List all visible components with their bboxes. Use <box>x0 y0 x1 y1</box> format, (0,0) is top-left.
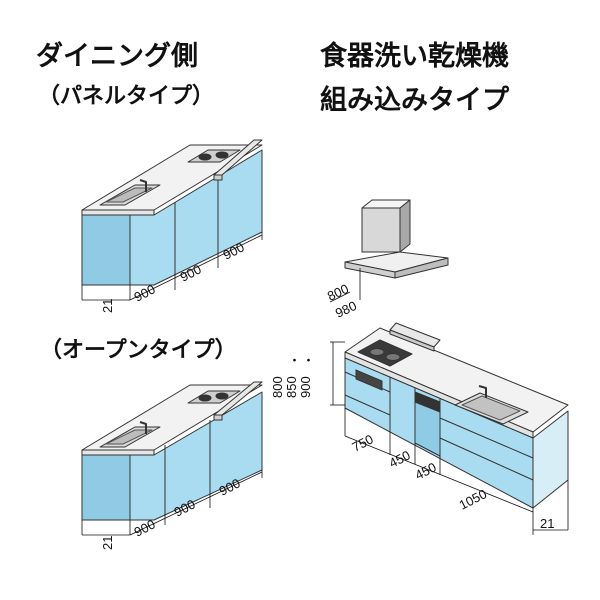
dw-height-800: 800 <box>270 376 285 398</box>
panel-counter-edge <box>81 209 155 216</box>
open-counter-edge <box>81 449 155 456</box>
open-type-heading: （オープンタイプ） <box>40 338 237 363</box>
hood-dim-980: 980 <box>333 298 359 321</box>
dw-width-450-2: 450 <box>413 459 439 482</box>
dishwasher-kitchen <box>344 199 569 509</box>
dw-faucet <box>478 385 487 398</box>
open-dim-depth: 21 <box>100 536 115 550</box>
dw-control-strip <box>355 369 383 391</box>
panel-sink-basin <box>105 187 153 203</box>
dw-width-1050: 1050 <box>457 486 490 512</box>
hood-duct-side <box>399 199 411 253</box>
panel-burner <box>215 151 229 159</box>
panel-burner <box>198 153 212 161</box>
open-burner <box>215 392 229 400</box>
dw-height-sep-1: ・ <box>288 353 301 368</box>
dw-height-850: 850 <box>284 376 299 398</box>
dw-drawer-line <box>344 394 391 416</box>
dishwasher-door <box>414 401 441 457</box>
dw-dimension-lines <box>329 268 569 535</box>
open-cabinet-end <box>81 454 131 521</box>
open-faucet <box>139 421 147 434</box>
dw-burner <box>369 348 385 356</box>
dw-height-900: 900 <box>298 376 313 398</box>
panel-dim-depth: 21 <box>100 299 115 313</box>
open-type-kitchen <box>81 381 263 521</box>
dishwasher-heading-line1: 食器洗い乾燥機 <box>320 41 509 72</box>
dw-width-450-1: 450 <box>387 447 413 470</box>
hood-duct-front <box>361 207 401 253</box>
dishwasher-heading-line2: 組み込みタイプ <box>320 85 509 116</box>
hood-body-side <box>394 257 449 279</box>
dw-depth-21: 21 <box>540 516 554 531</box>
panel-backsplash-edge <box>213 174 223 181</box>
open-backsplash-edge <box>213 414 223 421</box>
panel-type-kitchen <box>81 139 263 286</box>
dw-width-750: 750 <box>350 431 376 454</box>
panel-type-heading: （パネルタイプ） <box>38 84 215 109</box>
dining-side-heading: ダイニング側 <box>36 41 198 72</box>
open-dimension-lines <box>81 470 263 536</box>
dw-height-sep-2: ・ <box>302 353 315 368</box>
dw-drawer-line <box>439 417 534 459</box>
panel-dimension-lines <box>81 232 263 301</box>
panel-faucet <box>139 179 147 192</box>
open-burner <box>198 394 212 402</box>
open-sink-basin <box>105 429 153 445</box>
dw-sink-basin <box>461 395 521 421</box>
dw-burner <box>385 353 401 361</box>
dw-drawer-line <box>439 437 534 481</box>
panel-cabinet-end <box>81 214 131 286</box>
dw-backsplash-edge <box>389 329 435 352</box>
